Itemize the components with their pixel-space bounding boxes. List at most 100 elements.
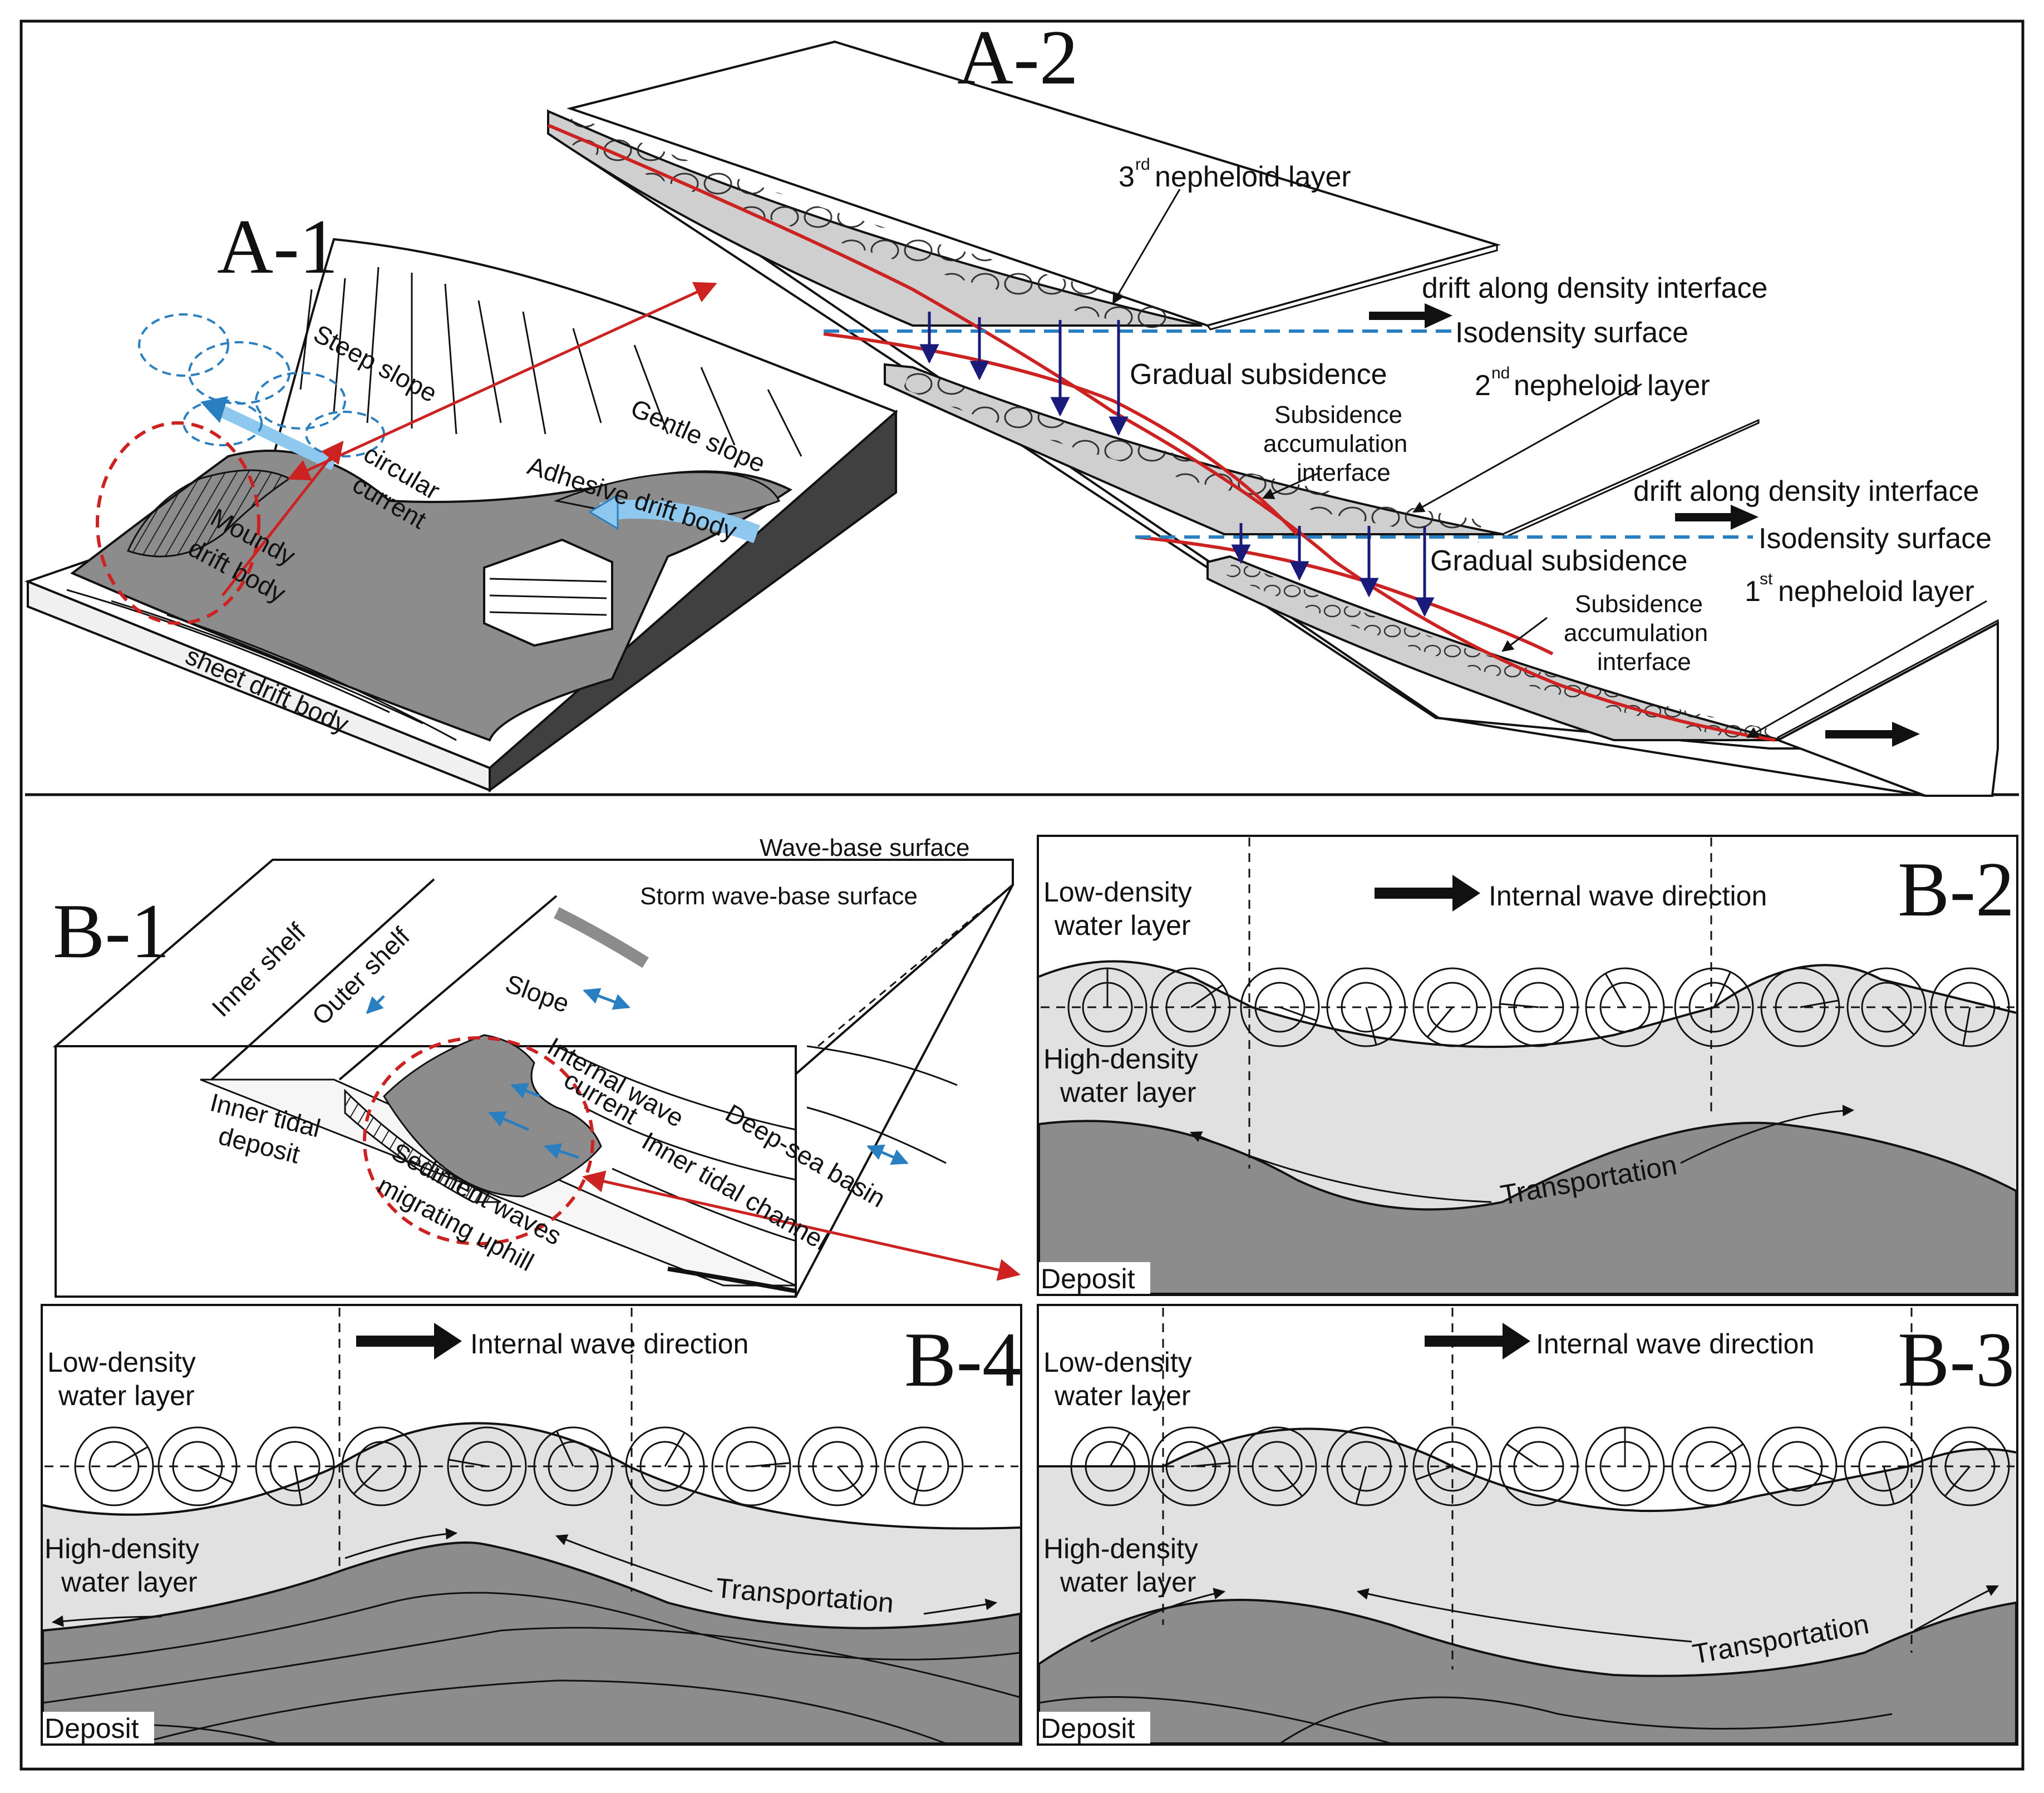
a2-drift-label-2: drift along density interface bbox=[1633, 475, 1979, 508]
b1-title: B-1 bbox=[53, 888, 170, 974]
orbit-circle bbox=[1599, 982, 1651, 1033]
b1-current-arrows bbox=[366, 988, 909, 1165]
a2-nepheloid-1 bbox=[1206, 555, 1781, 741]
b3-low-1: Low-density bbox=[1043, 1347, 1192, 1378]
orbit-circle bbox=[1844, 1426, 1924, 1506]
b2-title: B-2 bbox=[1898, 846, 2015, 933]
a2-nepheloid-1-label: 1 st nepheloid layer bbox=[1745, 570, 1974, 608]
orbit-circle bbox=[1165, 982, 1216, 1033]
orbit-circle bbox=[1252, 1441, 1303, 1492]
orbit-circle bbox=[1930, 967, 2010, 1047]
orbit-circle bbox=[1412, 967, 1493, 1047]
orbit-circle bbox=[88, 1441, 140, 1492]
a1-adhesive-arrow bbox=[599, 500, 760, 543]
orbit-circle bbox=[1760, 967, 1840, 1047]
b4-title: B-4 bbox=[904, 1317, 1021, 1403]
b3-direction-arrow bbox=[1425, 1323, 1530, 1359]
orbit-circle bbox=[1585, 967, 1665, 1047]
a2-subsidence-arrows bbox=[919, 312, 1435, 617]
a2-nepheloid-2-label: 2 nd nepheloid layer bbox=[1475, 364, 1710, 402]
orbit-circle bbox=[1427, 1441, 1478, 1492]
b4-deposit-label: Deposit bbox=[45, 1713, 139, 1744]
orbit-circle bbox=[172, 1441, 223, 1492]
orbit-radius bbox=[1365, 1007, 1377, 1046]
a2-subsidence-1c: interface bbox=[1297, 459, 1391, 486]
b2-deposit-label: Deposit bbox=[1041, 1263, 1135, 1294]
b3-high-1: High-density bbox=[1043, 1533, 1198, 1564]
orbit-circle bbox=[1688, 982, 1740, 1033]
svg-text:1: 1 bbox=[1745, 575, 1761, 608]
b2-low-1: Low-density bbox=[1043, 876, 1192, 908]
orbit-radius bbox=[1713, 971, 1731, 1008]
a2-gradual-label-2: Gradual subsidence bbox=[1430, 545, 1688, 577]
orbit-circle bbox=[1254, 982, 1306, 1033]
orbit-circle bbox=[1085, 1441, 1136, 1492]
orbit-circle bbox=[74, 1426, 154, 1506]
orbit-radius bbox=[1800, 999, 1839, 1008]
orbit-radius bbox=[1415, 1465, 1453, 1481]
a2-gradual-label-1: Gradual subsidence bbox=[1130, 358, 1387, 391]
orbit-circle bbox=[711, 1426, 791, 1506]
b4-low-2: water layer bbox=[58, 1380, 195, 1411]
orbit-circle bbox=[1686, 1441, 1737, 1492]
orbit-circle bbox=[1165, 1441, 1216, 1492]
orbit-circle bbox=[1151, 967, 1231, 1047]
b3-title: B-3 bbox=[1898, 1317, 2015, 1403]
orbit-circle bbox=[1240, 967, 1320, 1047]
orbit-radius bbox=[448, 1459, 487, 1467]
orbit-circle bbox=[1499, 967, 1579, 1047]
orbit-circle bbox=[1151, 1426, 1231, 1506]
panel-b1: B-1 Wave-base surface Storm wave-base su… bbox=[52, 834, 1021, 1298]
orbit-radius bbox=[1109, 1432, 1131, 1467]
orbit-circle bbox=[1513, 1441, 1564, 1492]
orbit-radius bbox=[1190, 984, 1224, 1008]
orbit-radius bbox=[1885, 1006, 1915, 1036]
orbit-circle bbox=[797, 1426, 878, 1506]
orbit-radius bbox=[294, 1466, 303, 1505]
b1-wave-base-label: Wave-base surface bbox=[760, 834, 969, 861]
b2-low-2: water layer bbox=[1054, 910, 1191, 941]
figure-frame bbox=[19, 19, 2025, 1771]
orbit-circle bbox=[356, 1441, 407, 1492]
orbit-radius bbox=[664, 1432, 686, 1467]
a2-subsidence-2a: Subsidence bbox=[1575, 590, 1703, 618]
orbit-radius bbox=[1276, 1466, 1303, 1497]
a2-red-curve-1 bbox=[547, 124, 1776, 742]
orbit-radius bbox=[1944, 1466, 1971, 1497]
orbit-circle bbox=[548, 1441, 599, 1492]
b3-low-2: water layer bbox=[1054, 1380, 1191, 1411]
orbit-circle bbox=[1674, 967, 1754, 1047]
panel-a2: A-2 3 rd nepheloid layer drift along den… bbox=[547, 14, 1999, 797]
panel-b3: B-3 Low-density water layer Internal wav… bbox=[1037, 1304, 2018, 1746]
b2-direction-label: Internal wave direction bbox=[1489, 880, 1767, 912]
orbit-radius bbox=[556, 1430, 574, 1467]
b4-high-1: High-density bbox=[45, 1533, 199, 1564]
orbit-radius bbox=[751, 1462, 790, 1467]
orbit-circle bbox=[1846, 967, 1927, 1047]
b3-direction-label: Internal wave direction bbox=[1536, 1328, 1814, 1359]
orbit-circle bbox=[533, 1426, 613, 1506]
b1-storm-wave-base-label: Storm wave-base surface bbox=[640, 883, 918, 910]
orbit-radius bbox=[1500, 1003, 1539, 1008]
orbit-radius bbox=[1506, 1443, 1539, 1467]
b4-direction-label: Internal wave direction bbox=[470, 1328, 748, 1359]
a1-a2-link-arrow bbox=[287, 282, 717, 481]
orbit-circle bbox=[639, 1441, 691, 1492]
orbit-radius bbox=[1190, 1462, 1230, 1467]
a1-terrace-block bbox=[483, 538, 613, 647]
a2-drift-arrows bbox=[1369, 303, 1920, 747]
orbit-circle bbox=[884, 1426, 964, 1506]
orbit-circle bbox=[1513, 982, 1564, 1033]
svg-text:2: 2 bbox=[1475, 370, 1491, 402]
svg-text:rd: rd bbox=[1135, 155, 1150, 174]
b3-high-2: water layer bbox=[1060, 1567, 1196, 1598]
orbit-radius bbox=[1279, 1006, 1317, 1022]
orbit-circle bbox=[1326, 967, 1406, 1047]
orbit-radius bbox=[114, 1446, 149, 1467]
orbit-circle bbox=[625, 1426, 705, 1506]
orbit-circle bbox=[1499, 1426, 1579, 1506]
orbit-circle bbox=[812, 1441, 863, 1492]
orbit-radius bbox=[1797, 1465, 1835, 1481]
